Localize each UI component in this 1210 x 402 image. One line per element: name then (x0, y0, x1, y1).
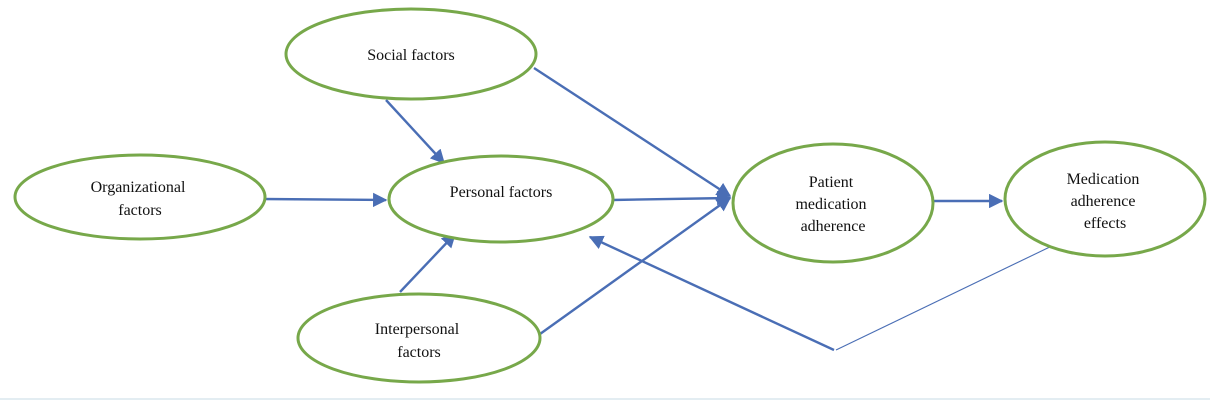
node-organizational-factors-label-line-1: Organizational (91, 179, 186, 196)
node-medication-adherence-effects-label-line-1: Medication (1067, 171, 1140, 188)
edge-effects-feedback-segment (835, 243, 1057, 351)
node-social-factors-shape (284, 7, 538, 101)
node-patient-medication-adherence-label: Patient medication adherence (795, 174, 870, 235)
node-social-factors-label: Social factors (367, 47, 455, 64)
edge-interpersonal-to-personal (399, 232, 456, 293)
node-organizational-factors: Organizational factors (13, 153, 267, 241)
node-patient-medication-adherence-label-line-3: adherence (801, 218, 866, 235)
node-medication-adherence-effects-label-line-2: adherence (1071, 193, 1136, 210)
node-patient-medication-adherence-shape (731, 142, 935, 264)
node-personal-factors-label: Personal factors (450, 184, 553, 201)
node-interpersonal-factors: Interpersonal factors (296, 292, 542, 384)
node-organizational-factors-label-line-2: factors (118, 202, 162, 219)
node-medication-adherence-effects-label: Medication adherence effects (1067, 171, 1144, 232)
node-social-factors: Social factors (284, 7, 538, 101)
node-social-factors-label-line-1: Social factors (367, 47, 455, 64)
node-medication-adherence-effects-label-line-3: effects (1084, 215, 1126, 232)
node-patient-medication-adherence-label-line-1: Patient (809, 174, 854, 191)
edge-personal-to-adherence (611, 191, 732, 206)
edge-social-to-personal (385, 99, 445, 165)
node-organizational-factors-shape (13, 153, 267, 241)
node-medication-adherence-effects: Medication adherence effects (1003, 140, 1207, 258)
edge-interpersonal-to-adherence (539, 197, 732, 335)
node-interpersonal-factors-label-line-1: Interpersonal (375, 321, 460, 338)
node-interpersonal-factors-shape (296, 292, 542, 384)
edge-effects-to-personal (588, 235, 835, 352)
node-patient-medication-adherence-label-line-2: medication (795, 196, 866, 213)
node-personal-factors: Personal factors (387, 154, 615, 244)
page-bottom-divider (0, 398, 1210, 400)
node-personal-factors-shape (387, 154, 615, 244)
edge-social-to-adherence (533, 66, 732, 198)
edge-organizational-to-personal (261, 192, 388, 208)
edges (261, 66, 1057, 352)
node-interpersonal-factors-label-line-2: factors (397, 344, 441, 361)
node-medication-adherence-effects-shape (1003, 140, 1207, 258)
node-organizational-factors-label: Organizational factors (91, 179, 190, 219)
node-personal-factors-label-line-1: Personal factors (450, 184, 553, 201)
node-patient-medication-adherence: Patient medication adherence (731, 142, 935, 264)
node-interpersonal-factors-label: Interpersonal factors (375, 321, 463, 361)
